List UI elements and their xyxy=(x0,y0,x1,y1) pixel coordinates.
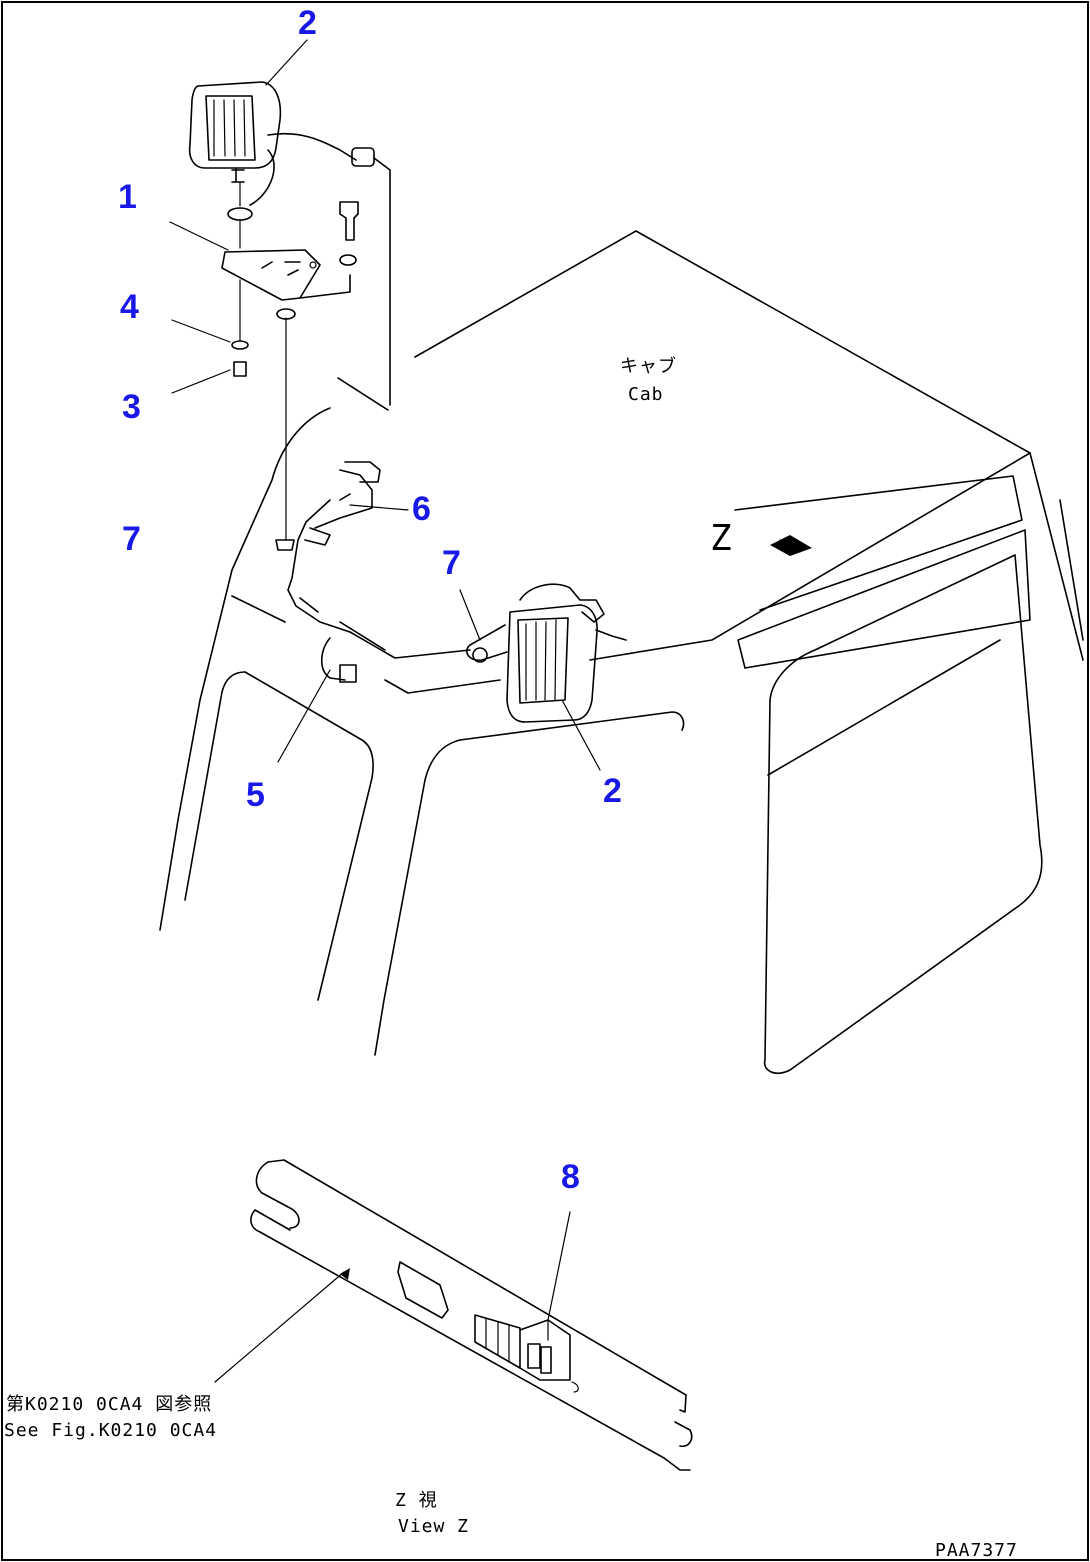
view-z-panel xyxy=(214,1159,693,1471)
callout-2-cab: 2 xyxy=(603,772,622,810)
view-arrow-icon xyxy=(770,535,812,556)
work-lamp-cab xyxy=(459,583,627,771)
cab-body xyxy=(159,230,1084,1075)
callout-7-left: 7 xyxy=(122,520,141,558)
leader-2-top xyxy=(265,39,308,86)
view-label-jp: Z 視 xyxy=(395,1490,438,1511)
reference-note-jp: 第K0210 0CA4 図参照 xyxy=(6,1394,212,1415)
leader-lines-left xyxy=(169,221,231,394)
work-lamp-exploded xyxy=(188,81,391,406)
cab-harness xyxy=(287,461,471,683)
callout-4: 4 xyxy=(120,288,139,326)
leader-lines-cab xyxy=(277,504,409,763)
cab-label-jp: キャブ xyxy=(620,355,677,377)
callout-3: 3 xyxy=(122,388,141,426)
callout-5: 5 xyxy=(246,776,265,814)
callout-2-top: 2 xyxy=(298,4,317,42)
reference-note-en: See Fig.K0210 0CA4 xyxy=(4,1420,217,1441)
view-label-en: View Z xyxy=(398,1516,469,1537)
view-marker-label: Z xyxy=(710,518,732,559)
cab-label-en: Cab xyxy=(628,384,664,405)
lamp-bracket xyxy=(221,201,359,551)
callout-6: 6 xyxy=(412,490,431,528)
callout-7-cab: 7 xyxy=(442,544,461,582)
callout-1: 1 xyxy=(118,178,137,216)
callout-8: 8 xyxy=(561,1158,580,1196)
drawing-number: PAA7377 xyxy=(935,1540,1018,1561)
